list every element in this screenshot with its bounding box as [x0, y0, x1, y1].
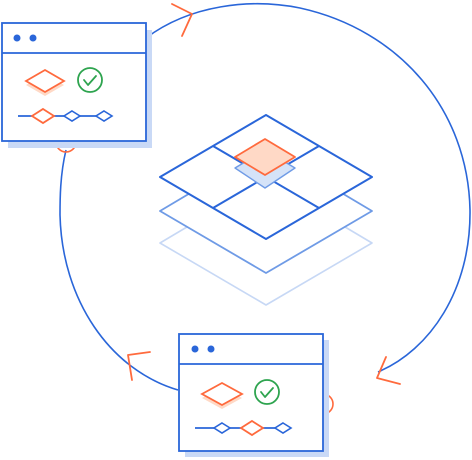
- window-dot-icon: [13, 34, 21, 42]
- check-mark: [83, 75, 97, 86]
- layer-stack: [159, 114, 373, 306]
- timeline-icon: [18, 107, 114, 125]
- window-dot-icon: [207, 345, 215, 353]
- window-frame: [1, 22, 147, 142]
- cycle-arrows: [127, 3, 401, 385]
- arrow-top-icon: [171, 3, 193, 37]
- arrow-left-icon: [127, 351, 151, 381]
- arrow-right-icon: [376, 356, 401, 385]
- check-icon: [254, 379, 280, 405]
- check-mark: [260, 387, 274, 398]
- diamond-icon: [24, 68, 66, 94]
- cycle-arc-left: [59, 149, 179, 391]
- bottom-window: [178, 333, 329, 457]
- window-dot-icon: [29, 34, 37, 42]
- cycle-arc-top-right: [145, 3, 471, 373]
- check-icon: [77, 67, 103, 93]
- diamond-icon: [200, 381, 244, 407]
- top-left-window: [1, 22, 152, 148]
- timeline-icon: [195, 419, 293, 437]
- highlight-cell: [234, 138, 296, 176]
- window-dot-icon: [191, 345, 199, 353]
- cycle-path: [59, 3, 471, 391]
